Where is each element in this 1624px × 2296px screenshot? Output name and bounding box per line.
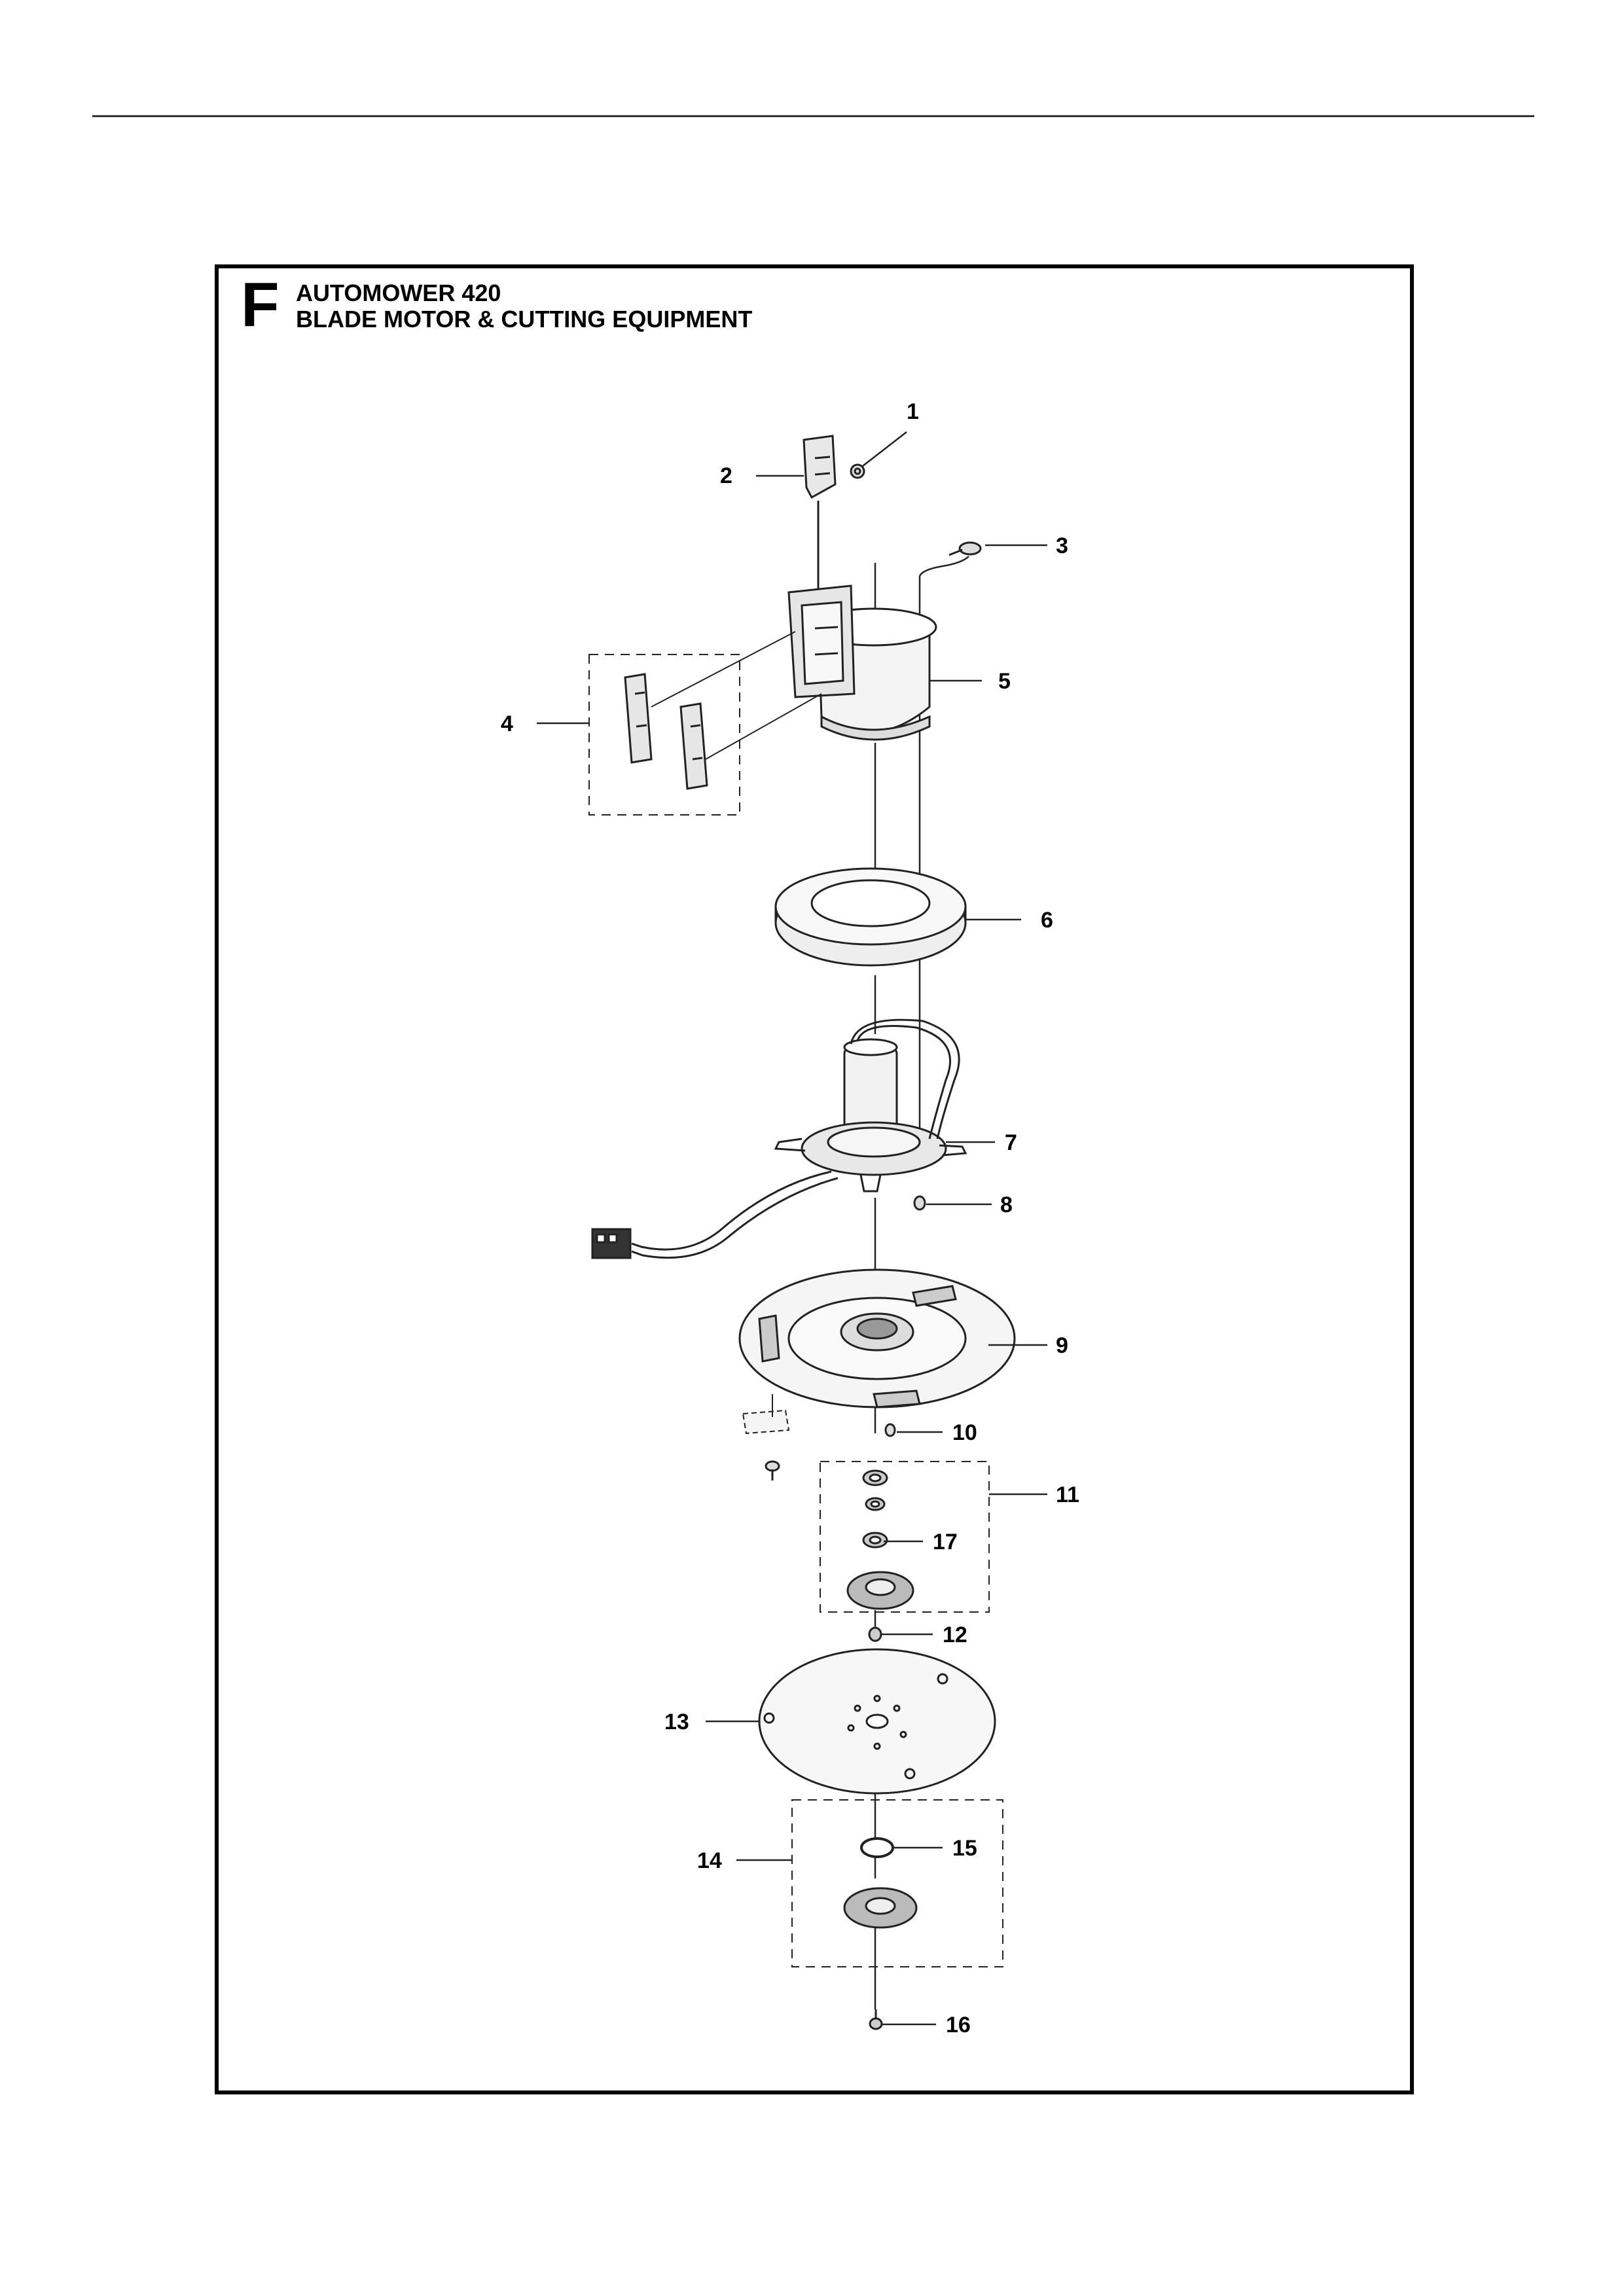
callout-13: 13 — [664, 1710, 689, 1734]
part-6-ring — [774, 867, 967, 967]
part-7-blade-motor — [591, 1018, 967, 1259]
part-5-housing — [787, 584, 937, 741]
callout-2: 2 — [720, 463, 732, 488]
part-9-blade-disc — [738, 1268, 1016, 1408]
section-letter: F — [241, 270, 280, 340]
diagram-frame — [215, 264, 1414, 2094]
part-3-screw — [948, 541, 982, 556]
callout-8: 8 — [1000, 1193, 1013, 1217]
callout-11: 11 — [1056, 1482, 1079, 1507]
part-4-rails — [588, 631, 822, 816]
callout-7: 7 — [1005, 1130, 1017, 1155]
callout-15: 15 — [952, 1836, 977, 1861]
callout-1: 1 — [907, 399, 919, 424]
callout-10: 10 — [952, 1420, 977, 1445]
callout-4: 4 — [501, 711, 513, 736]
part-11-bearing-kit — [820, 1461, 990, 1613]
callout-17: 17 — [933, 1530, 958, 1554]
part-13-skid-plate — [758, 1648, 996, 1795]
callout-14: 14 — [697, 1848, 722, 1873]
top-rule — [92, 115, 1534, 117]
callout-12: 12 — [943, 1623, 967, 1647]
model-title: AUTOMOWER 420 — [296, 279, 501, 306]
callout-16: 16 — [946, 2013, 971, 2037]
callout-5: 5 — [998, 669, 1011, 694]
part-16-screw — [869, 2009, 883, 2030]
callout-labels: 1 2 3 4 5 6 7 8 9 10 11 17 12 13 14 15 1… — [501, 399, 1079, 2037]
part-1-nut — [850, 463, 865, 479]
blade-and-screw — [742, 1394, 790, 1480]
leader-lines — [537, 431, 1047, 2026]
part-8-screw — [913, 1195, 926, 1211]
part-10-screw — [884, 1423, 896, 1437]
callout-3: 3 — [1056, 533, 1068, 558]
part-12-screw — [868, 1626, 882, 1642]
section-title: BLADE MOTOR & CUTTING EQUIPMENT — [296, 306, 753, 332]
callout-9: 9 — [1056, 1333, 1068, 1358]
part-14-hub-kit — [791, 1799, 1003, 1967]
callout-6: 6 — [1041, 908, 1053, 933]
